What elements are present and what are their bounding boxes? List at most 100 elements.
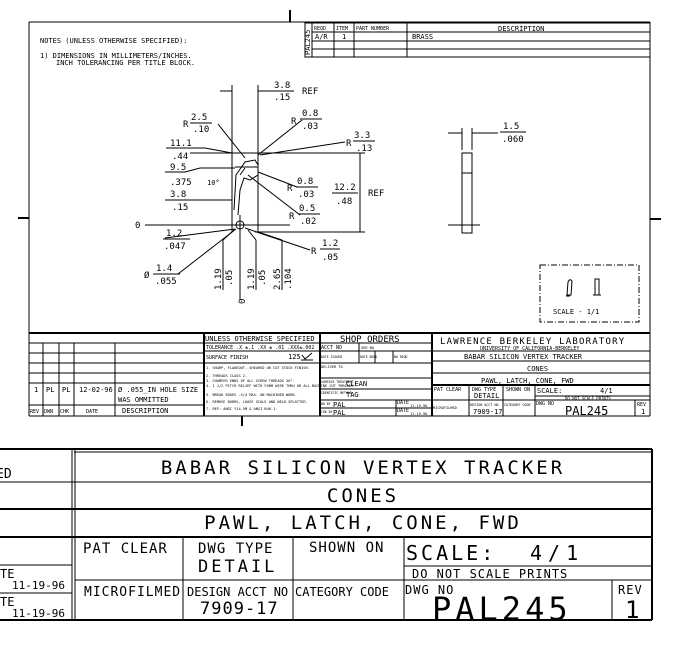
spec-note-7: 7. REF: ANSI Y14.5M & ANSI B46.1. bbox=[206, 407, 277, 411]
dim-prefix: R bbox=[289, 212, 295, 222]
dim-in: .10 bbox=[193, 125, 209, 135]
category-code-small: CATEGORY CODE bbox=[504, 403, 531, 407]
acct-no-label: ACCT NO bbox=[321, 345, 342, 351]
spec-note-1: 1. SHARP, FLAKEOUT, SHEARED OR CUT STOCK… bbox=[206, 366, 310, 370]
dim-9-5: 9.5 .375 10° bbox=[170, 163, 220, 188]
pat-clear-small: PAT CLEAR bbox=[434, 387, 462, 393]
no-reqd-label: NO REQD bbox=[394, 355, 408, 359]
dr-date-value: 11-19-96 bbox=[410, 404, 427, 408]
project-title: BABAR SILICON VERTEX TRACKER bbox=[161, 457, 565, 479]
revision-block: 1 PL PL 12-02-96 Ø .055_IN HOLE SIZE WAS… bbox=[29, 332, 650, 416]
part-description: BRASS bbox=[412, 33, 433, 41]
dim-mm: 3.8 bbox=[170, 190, 186, 200]
notes-heading: NOTES (UNLESS OTHERWISE SPECIFIED): bbox=[40, 37, 188, 45]
shown-on-small: SHOWN ON bbox=[506, 387, 530, 393]
dim-r-0-5: R 0.5 .02 bbox=[289, 204, 320, 227]
date-reqd-label: DATE REQD bbox=[360, 355, 377, 359]
scale-label-small: SCALE: bbox=[537, 387, 562, 395]
scale-value-small: 4/1 bbox=[600, 387, 613, 395]
dim-in: .03 bbox=[298, 190, 314, 200]
do-not-scale: DO NOT SCALE PRINTS bbox=[412, 567, 568, 581]
surface-finish-icon bbox=[301, 352, 313, 361]
surface-treatment-label: SURFACE TREATMENT bbox=[321, 380, 354, 384]
dim-in: .15 bbox=[274, 93, 290, 103]
dim-3-8: 3.8 .15 bbox=[170, 190, 188, 213]
project-small: BABAR SILICON VERTEX TRACKER bbox=[464, 353, 583, 361]
dim-prefix: R bbox=[311, 247, 317, 257]
dim-mm: 1.2 bbox=[166, 229, 182, 239]
rev-small: 1 bbox=[641, 408, 645, 416]
header-reqd: REQD bbox=[314, 26, 326, 32]
header-part-number: PART NUMBER bbox=[356, 26, 390, 32]
dim-r-3-3: R 3.3 .13 bbox=[346, 131, 375, 154]
dim-in: .03 bbox=[302, 122, 318, 132]
do-not-scale-small: DO NOT SCALE PRINTS bbox=[565, 396, 611, 401]
dim-in: .05 bbox=[258, 270, 268, 286]
identific-method-value: TAG bbox=[346, 391, 359, 399]
dim-1-19-b: 1.19 .05 bbox=[247, 265, 268, 290]
dim-in: .05 bbox=[225, 270, 235, 286]
identific-method-label: IDENTIFIC METHOD bbox=[321, 391, 352, 395]
dim-top-width: 3.8 .15 REF bbox=[272, 81, 318, 103]
note-1-continued: INCH TOLERANCING PER TITLE BLOCK. bbox=[56, 59, 195, 67]
category-code: CATEGORY CODE bbox=[295, 585, 389, 599]
rev-value: 1 bbox=[625, 596, 642, 624]
dwg-type-label-small: DWG TYPE bbox=[472, 387, 496, 393]
dim-mm: 12.2 bbox=[334, 183, 356, 193]
dim-prefix: R bbox=[287, 184, 293, 194]
dim-mm: 11.1 bbox=[170, 139, 192, 149]
dim-in: .48 bbox=[336, 197, 352, 207]
note-1: 1) DIMENSIONS IN MILLIMETERS/INCHES. bbox=[40, 52, 192, 60]
unless-specified: UNLESS OTHERWISE SPECIFIED bbox=[205, 335, 315, 343]
dim-in: .104 bbox=[284, 268, 294, 290]
chk-by-label: CHK BY bbox=[321, 410, 333, 414]
spec-note-3: 3. CHAMFER ENDS OF ALL SCREW THREADS 30°… bbox=[206, 379, 295, 383]
left-date-2: 11-19-96 bbox=[12, 607, 65, 620]
dim-in: .13 bbox=[356, 144, 372, 154]
dim-mm: 3.3 bbox=[354, 131, 370, 141]
dwg-type-small: DETAIL bbox=[474, 392, 499, 400]
rev-checked-by: PL bbox=[62, 386, 70, 394]
dim-in: .02 bbox=[300, 217, 316, 227]
rev-label-small: REV bbox=[637, 402, 646, 408]
tolerance: TOLERANCE .X ±.1 .XX ± .01 .XXX±.002 bbox=[206, 345, 314, 351]
date-issued-label: DATE ISSUED bbox=[321, 355, 342, 359]
design-acct-label-small: DESIGN ACCT NO bbox=[470, 403, 499, 407]
dim-mm: 9.5 bbox=[170, 163, 186, 173]
dim-thickness-mm: 1.5 bbox=[503, 122, 519, 132]
dim-ref: REF bbox=[368, 189, 384, 199]
chk-date-label: DATE bbox=[397, 408, 409, 414]
design-acct-small: 7909-17 bbox=[473, 408, 503, 416]
dim-mm: 2.5 bbox=[191, 113, 207, 123]
dim-1-2: 1.2 .047 bbox=[163, 229, 190, 252]
dr-date-label: DATE bbox=[397, 400, 409, 406]
spec-note-6: 6. REMOVE BURRS, LOOSE SCALE AND WELD SP… bbox=[206, 400, 308, 404]
left-date-label-2: TE bbox=[0, 595, 14, 609]
scale-label: SCALE: bbox=[406, 541, 496, 565]
design-acct: 7909-17 bbox=[200, 599, 279, 619]
parts-list-side-label: PAL245 bbox=[304, 30, 312, 55]
left-date-label-1: TE bbox=[0, 567, 14, 581]
part-reqd: A/R bbox=[315, 33, 328, 41]
header-item: ITEM bbox=[336, 26, 348, 32]
dimensions: 3.8 .15 REF R 2.5 .10 R 0.8 .03 R 3.3 .1… bbox=[135, 81, 384, 304]
rev-date: 12-02-96 bbox=[79, 386, 113, 394]
rev-description-cont: WAS OMMITTED bbox=[118, 396, 169, 404]
dim-mm: 1.4 bbox=[156, 264, 172, 274]
scale-1-1-box: SCALE - 1/1 bbox=[539, 264, 640, 323]
dim-prefix: Ø bbox=[144, 270, 150, 281]
assembly-small: CONES bbox=[527, 365, 548, 373]
lab-name: LAWRENCE BERKELEY LABORATORY bbox=[440, 337, 625, 347]
scale-value: 4/1 bbox=[530, 541, 584, 565]
dim-in: .055 bbox=[155, 277, 177, 287]
dim-in: .375 bbox=[170, 178, 192, 188]
dim-mm: 0.8 bbox=[302, 109, 318, 119]
dim-in: .44 bbox=[172, 152, 188, 162]
part-item: 1 bbox=[342, 33, 346, 41]
title-small: PAWL, LATCH, CONE, FWD bbox=[481, 377, 574, 385]
dim-prefix: R bbox=[346, 139, 352, 149]
dim-angle: 10° bbox=[207, 179, 220, 187]
title-block: UNLESS OTHERWISE SPECIFIED TOLERANCE .X … bbox=[204, 333, 650, 418]
chk-by-value: PAL bbox=[333, 409, 346, 417]
dim-mm: 2.65 bbox=[273, 268, 283, 290]
